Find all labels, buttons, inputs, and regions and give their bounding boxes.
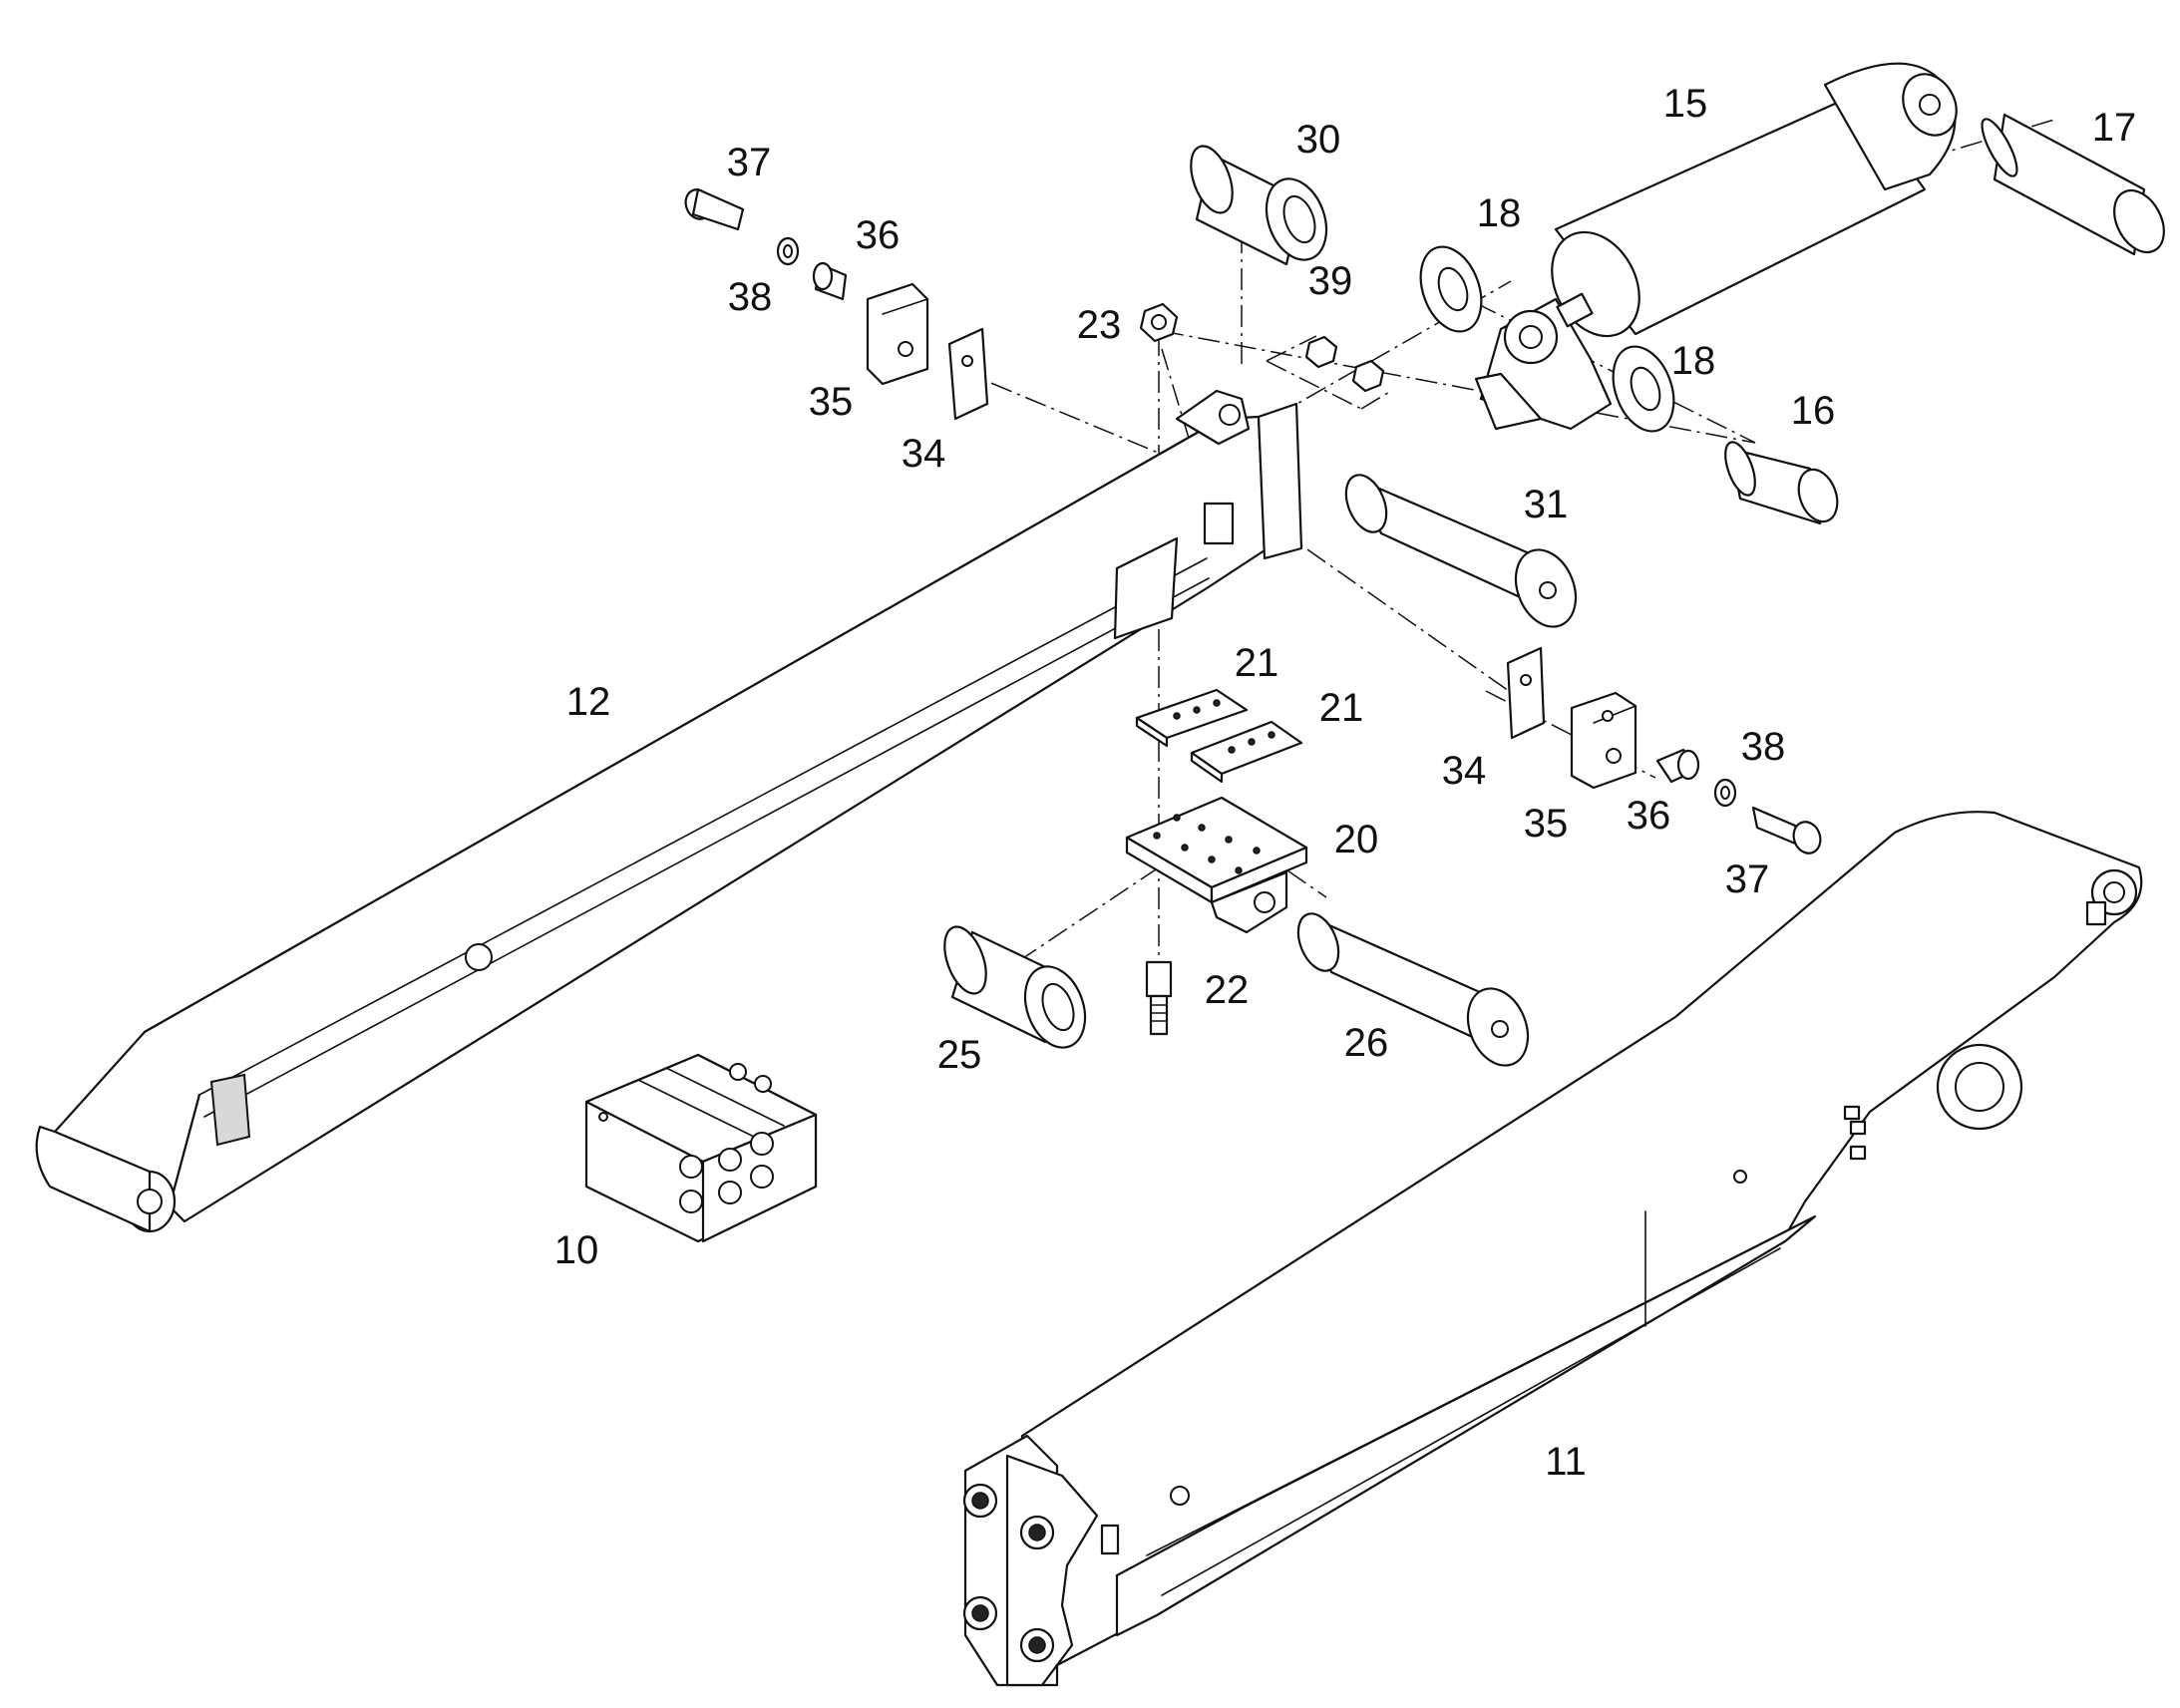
callout-23: 23 bbox=[1076, 303, 1122, 347]
bushing-part-25 bbox=[943, 925, 1087, 1049]
callout-30: 30 bbox=[1295, 118, 1341, 162]
arm-part-12 bbox=[35, 389, 1303, 1233]
callout-38-left: 38 bbox=[727, 275, 773, 319]
callout-34-right: 34 bbox=[1441, 749, 1487, 793]
spacer-part-36-left bbox=[812, 261, 848, 301]
block-part-35-left bbox=[866, 282, 929, 386]
callout-18-upper: 18 bbox=[1476, 191, 1522, 235]
callout-12: 12 bbox=[565, 680, 611, 724]
callout-37-right: 37 bbox=[1724, 857, 1770, 901]
bolt-part-37-left bbox=[684, 187, 745, 231]
callout-16: 16 bbox=[1790, 389, 1836, 433]
callout-36-right: 36 bbox=[1626, 794, 1671, 838]
callout-18-lower: 18 bbox=[1670, 339, 1716, 383]
washer-part-18-lower bbox=[1612, 345, 1675, 433]
callout-21-upper: 21 bbox=[1234, 641, 1279, 685]
washer-part-38-right bbox=[1713, 778, 1737, 808]
callout-39: 39 bbox=[1307, 259, 1353, 303]
spacer-part-36-right bbox=[1655, 748, 1700, 784]
bolt-part-37-right bbox=[1751, 806, 1822, 854]
callout-38-right: 38 bbox=[1740, 725, 1786, 769]
bolt-part-22 bbox=[1145, 960, 1173, 1036]
callout-20: 20 bbox=[1333, 818, 1379, 861]
callout-36-left: 36 bbox=[855, 213, 901, 257]
plate-part-21-upper bbox=[1135, 688, 1249, 748]
callout-10: 10 bbox=[553, 1228, 599, 1272]
bracket-part-20 bbox=[1125, 796, 1308, 934]
callout-35-right: 35 bbox=[1523, 802, 1569, 846]
nuts-part-39 bbox=[1304, 335, 1385, 393]
plate-part-21-lower bbox=[1190, 720, 1303, 784]
callout-37-left: 37 bbox=[726, 141, 772, 184]
valve-block-part-10 bbox=[584, 1053, 818, 1243]
callout-21-lower: 21 bbox=[1318, 686, 1364, 730]
boom-part-11 bbox=[962, 811, 2143, 1687]
bushing-part-30 bbox=[1190, 145, 1328, 266]
callout-26: 26 bbox=[1343, 1021, 1389, 1065]
pin-part-17 bbox=[1981, 113, 2165, 256]
callout-34-left: 34 bbox=[901, 432, 946, 476]
washer-part-38-left bbox=[776, 236, 800, 266]
callout-15: 15 bbox=[1662, 82, 1708, 126]
block-part-35-right bbox=[1570, 691, 1637, 790]
pin-part-31 bbox=[1344, 474, 1578, 628]
cylinder-part-15 bbox=[1474, 62, 1958, 431]
plate-part-34-right bbox=[1506, 646, 1546, 740]
callout-31: 31 bbox=[1523, 483, 1569, 526]
plate-part-34-left bbox=[947, 327, 989, 421]
callout-22: 22 bbox=[1204, 968, 1250, 1012]
pin-part-16 bbox=[1724, 441, 1839, 525]
callout-11: 11 bbox=[1545, 1440, 1587, 1484]
pin-part-26 bbox=[1296, 912, 1530, 1067]
callout-25: 25 bbox=[936, 1033, 982, 1077]
callout-17: 17 bbox=[2091, 106, 2137, 150]
callout-35-left: 35 bbox=[808, 380, 854, 424]
washer-part-18-upper bbox=[1419, 245, 1483, 333]
nut-part-23 bbox=[1139, 302, 1179, 343]
